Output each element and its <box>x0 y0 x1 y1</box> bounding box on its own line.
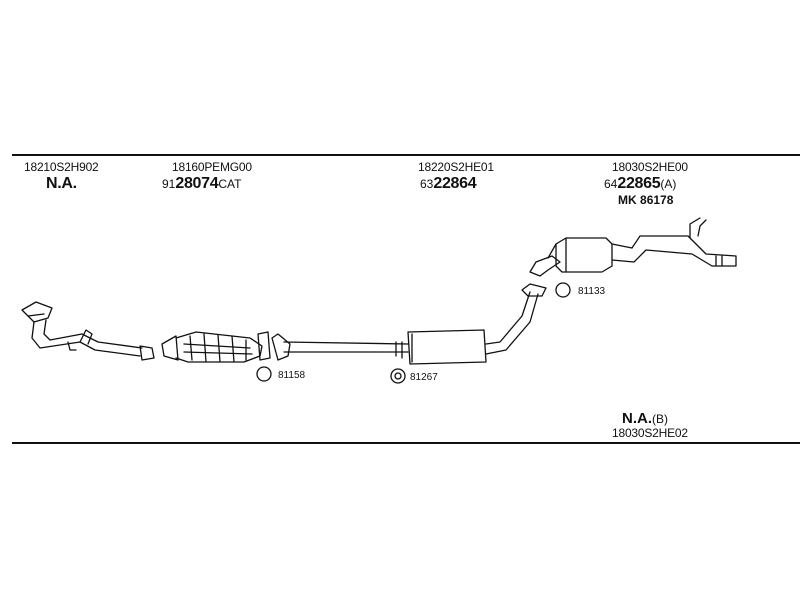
part-2-code-suffix: CAT <box>218 177 242 191</box>
alternative-oem-number: 18030S2HE02 <box>612 426 688 440</box>
catalytic-converter <box>161 331 271 363</box>
gasket-3-label: 81133 <box>578 286 606 297</box>
gasket-ring-81267-inner <box>394 372 402 380</box>
part-4-oem-number: 18030S2HE00 <box>612 160 688 174</box>
bottom-rule <box>12 442 800 444</box>
part-3-code-prefix: 63 <box>420 177 434 191</box>
part-3-code: 6322864 <box>420 175 477 193</box>
front-pipe <box>21 301 155 361</box>
part-3-oem-number: 18220S2HE01 <box>418 160 494 174</box>
part-2-code-main: 28074 <box>175 175 219 192</box>
gasket-ring-81133 <box>555 282 571 298</box>
part-1-code-main: N.A. <box>46 175 77 192</box>
rear-silencer <box>529 217 737 277</box>
gasket-ring-81158 <box>256 366 272 382</box>
part-4-code: 6422865(A) <box>604 175 676 193</box>
part-2-oem-number: 18160PEMG00 <box>172 160 252 174</box>
part-4-code-prefix: 64 <box>604 177 618 191</box>
part-4-code-suffix: (A) <box>660 177 677 191</box>
part-4-extra-code: MK 86178 <box>618 193 673 207</box>
part-4-code-main: 22865 <box>617 175 661 192</box>
gasket-1-label: 81158 <box>278 370 306 381</box>
gasket-2-label: 81267 <box>410 372 438 383</box>
part-4-extra-number: 86178 <box>640 193 674 207</box>
middle-pipe-with-silencer <box>271 291 539 365</box>
top-rule <box>12 154 800 156</box>
part-1-oem-number: 18210S2H902 <box>24 160 99 174</box>
alternative-code-suffix: (B) <box>652 412 668 426</box>
gasket-ring-81267 <box>390 368 406 384</box>
part-3-code-main: 22864 <box>433 175 477 192</box>
part-4-extra-prefix: MK <box>618 193 637 207</box>
gaskets <box>256 282 571 384</box>
alternative-code-main: N.A. <box>622 410 652 427</box>
alternative-code: N.A.(B) <box>622 410 668 428</box>
part-2-code: 9128074CAT <box>162 175 241 193</box>
part-2-code-prefix: 91 <box>162 177 176 191</box>
part-1-code: N.A. <box>46 175 77 193</box>
connecting-flange <box>521 283 547 297</box>
